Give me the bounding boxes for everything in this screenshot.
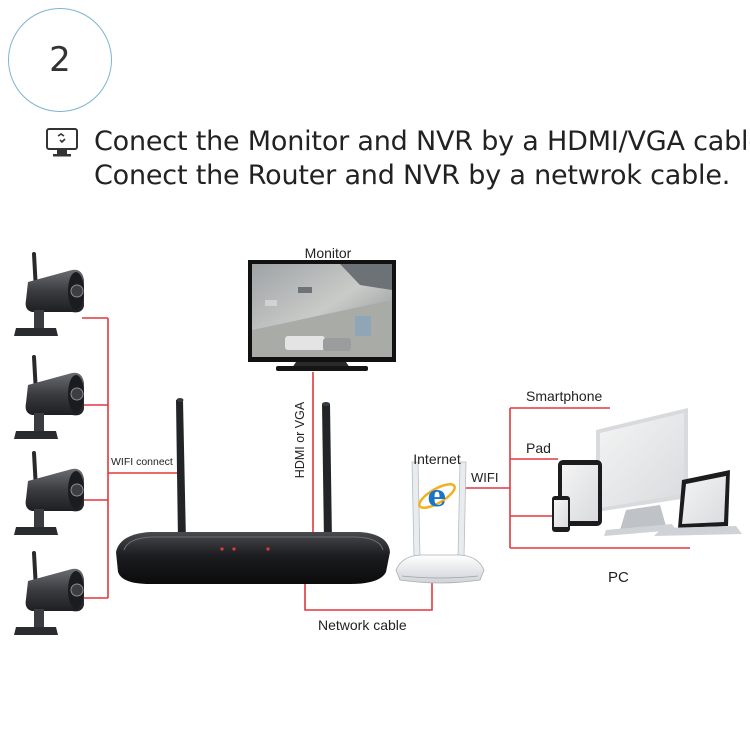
client-devices <box>552 408 742 536</box>
smartphone-label: Smartphone <box>526 388 602 404</box>
monitor-icon <box>248 260 396 371</box>
step-number: 2 <box>49 40 71 80</box>
pc-label: PC <box>608 569 629 586</box>
internet-explorer-icon: e <box>418 479 456 514</box>
camera-2 <box>14 355 85 439</box>
monitor-label: Monitor <box>305 245 352 261</box>
ip-camera-icon <box>14 355 85 439</box>
nvr-icon <box>116 398 390 584</box>
camera-3 <box>14 451 85 535</box>
network-cable-label: Network cable <box>318 617 407 633</box>
camera-4 <box>14 551 85 635</box>
ip-camera-icon <box>14 252 85 336</box>
router-icon <box>395 461 485 584</box>
camera-1 <box>14 252 85 336</box>
smartphone-icon <box>552 496 570 532</box>
svg-text:e: e <box>427 479 446 514</box>
internet-label: Internet <box>413 451 461 467</box>
router-device: e Internet <box>395 451 485 584</box>
monitor-device: Monitor <box>248 245 396 371</box>
pad-label: Pad <box>526 440 551 456</box>
ip-camera-icon <box>14 451 85 535</box>
wifi-label: WIFI <box>471 470 498 485</box>
step-number-badge: 2 <box>8 8 112 112</box>
hdmi-vga-label: HDMI or VGA <box>293 401 307 478</box>
laptop-icon <box>654 470 742 536</box>
nvr-device <box>116 398 390 584</box>
desktop-pc-icon <box>596 408 688 536</box>
wifi-connect-label: WIFI connect <box>111 456 173 468</box>
instruction-line-1: Conect the Monitor and NVR by a HDMI/VGA… <box>94 126 750 157</box>
cable-lines <box>82 317 690 611</box>
monitor-icon <box>46 128 78 157</box>
ip-camera-icon <box>14 551 85 635</box>
instruction-line-2: Conect the Router and NVR by a netwrok c… <box>94 160 731 191</box>
